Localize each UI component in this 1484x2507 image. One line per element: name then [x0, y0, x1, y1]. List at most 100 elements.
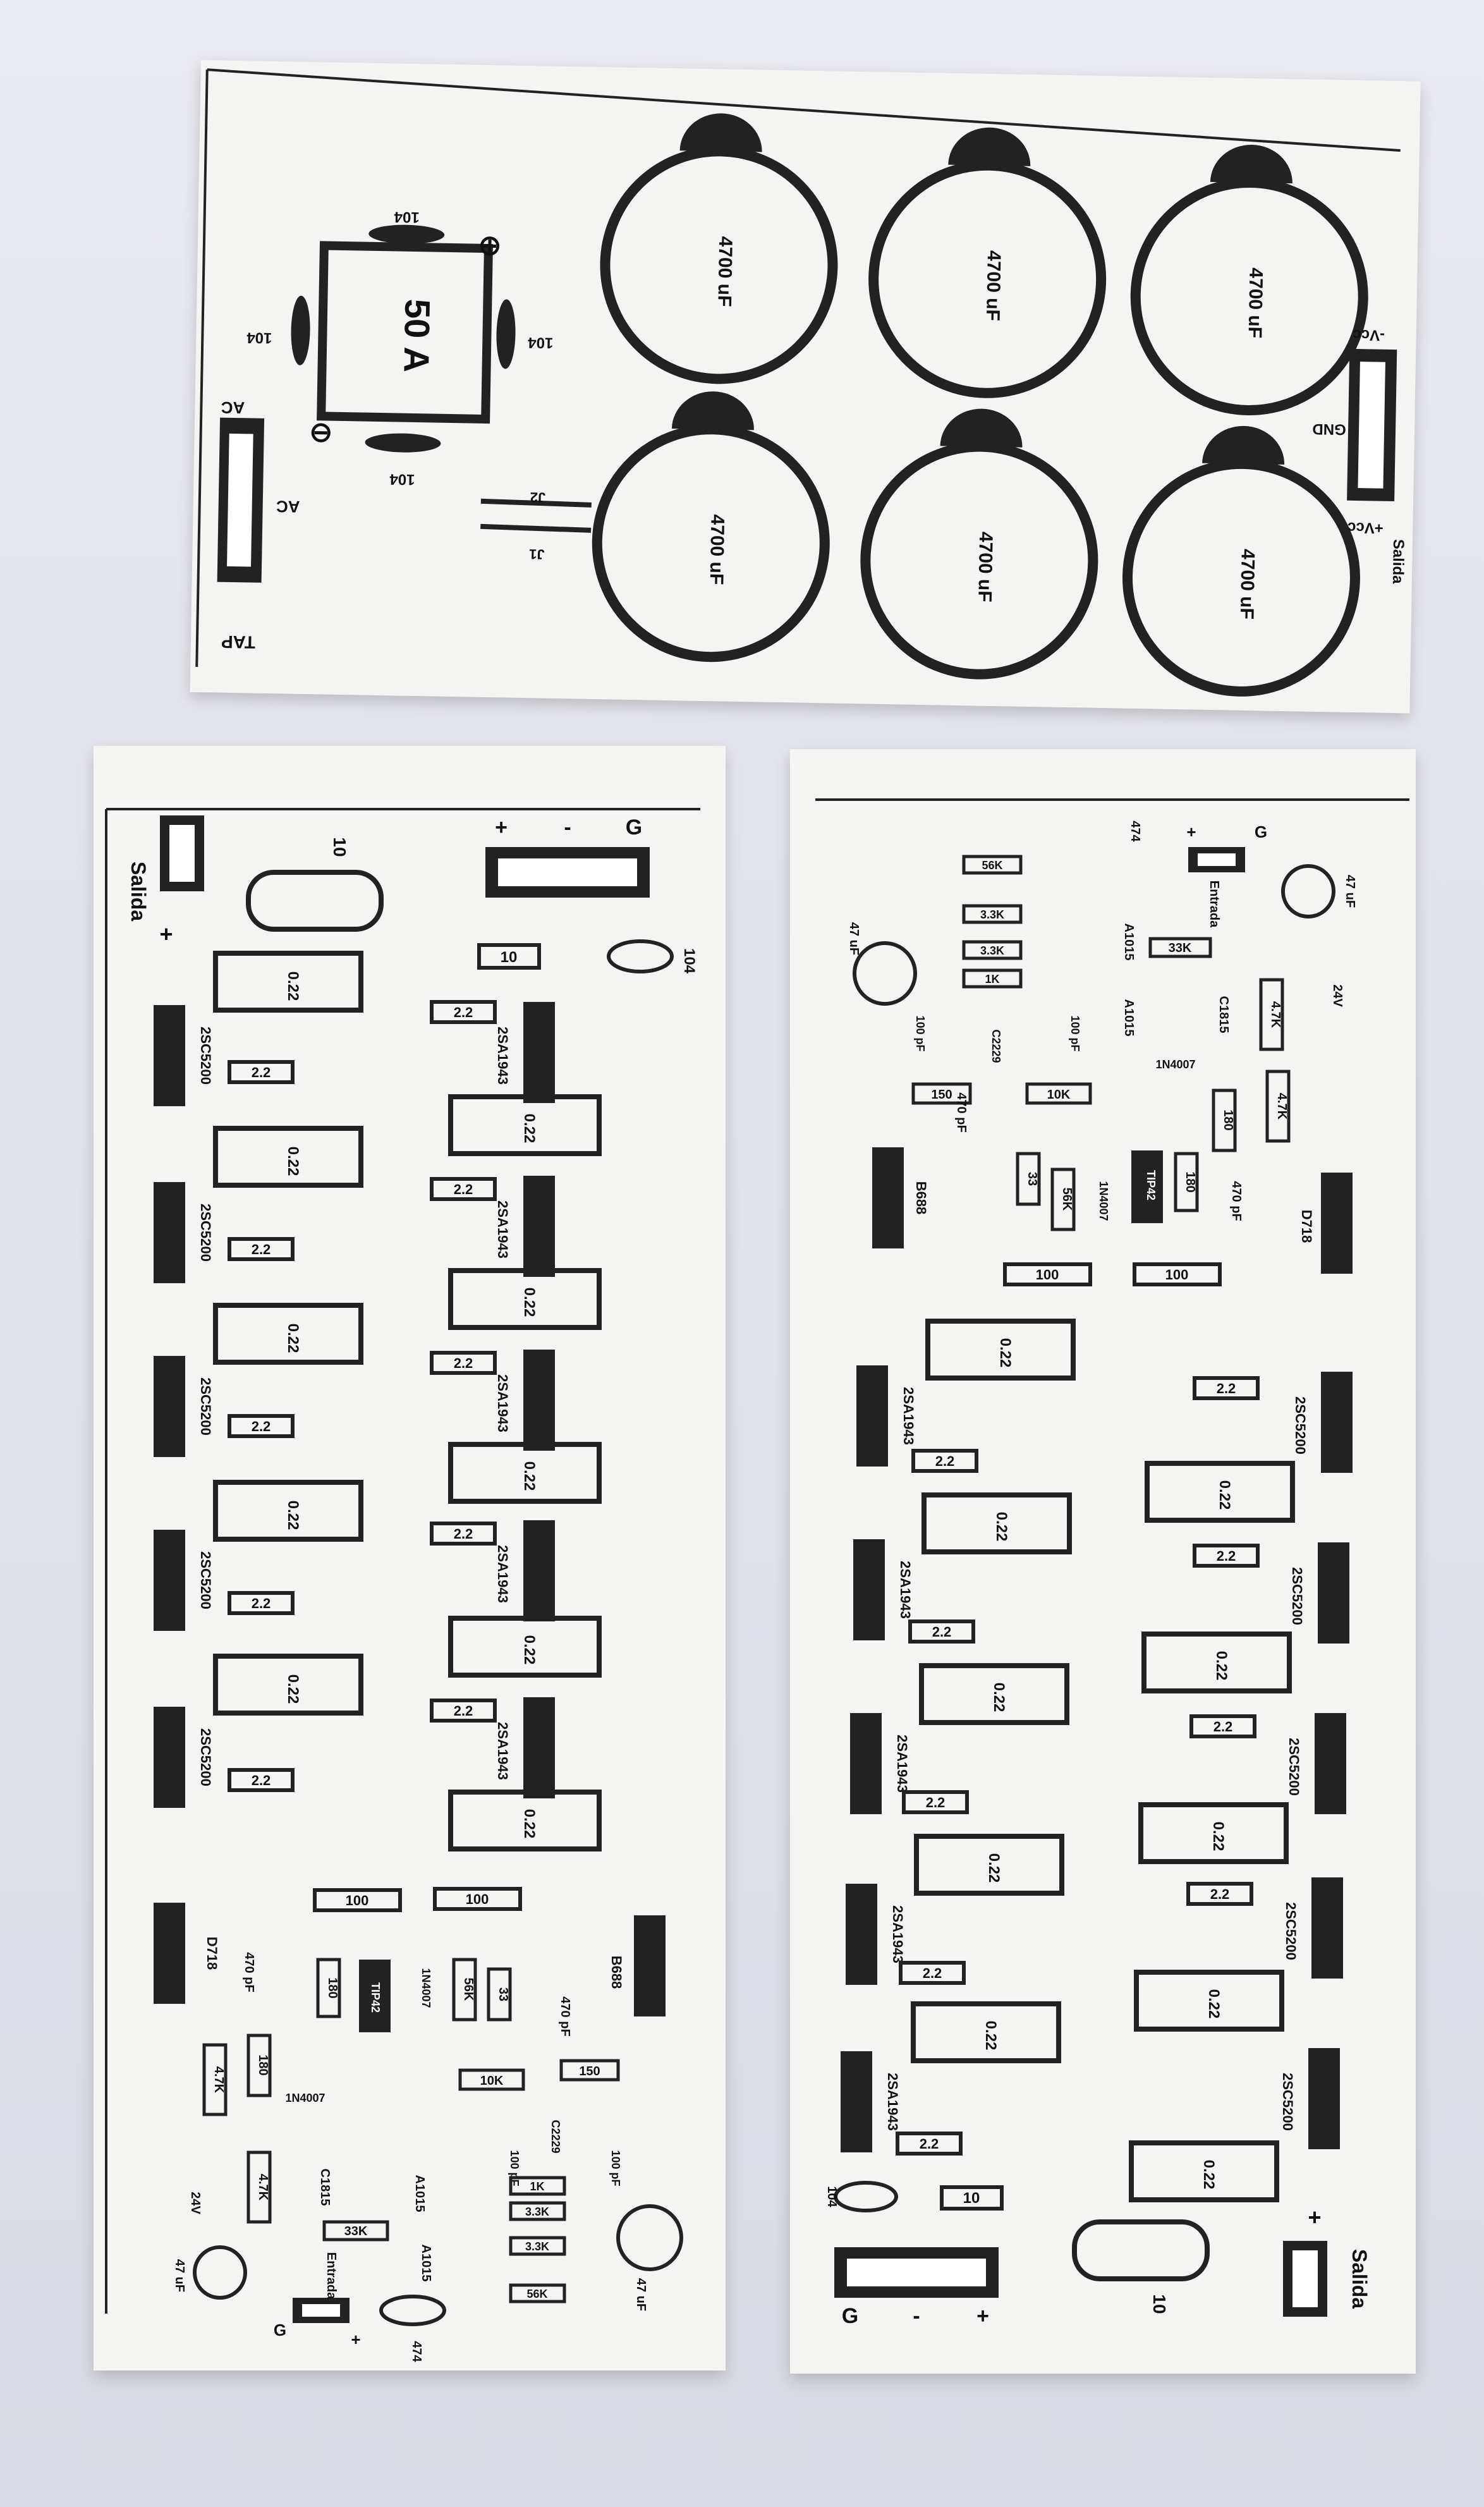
svg-text:2.2: 2.2	[926, 1795, 946, 1810]
svg-text:2SA1943: 2SA1943	[495, 1545, 511, 1603]
svg-text:0.22: 0.22	[521, 1288, 538, 1317]
svg-text:C1815: C1815	[1217, 996, 1231, 1034]
svg-text:10: 10	[963, 2190, 980, 2207]
amp-right-layout: 474 + G Entrada 47 uF 56K 3.3K 3.3K 1K 4…	[815, 798, 1409, 2328]
svg-text:2SC5200: 2SC5200	[1286, 1738, 1302, 1796]
svg-text:C1815: C1815	[318, 2169, 332, 2206]
svg-text:2SC5200: 2SC5200	[1280, 2073, 1296, 2131]
svg-text:2SC5200: 2SC5200	[198, 1728, 214, 1786]
svg-text:470 pF: 470 pF	[558, 1996, 572, 2036]
svg-text:0.22: 0.22	[982, 2021, 999, 2051]
svg-text:0.22: 0.22	[284, 1324, 301, 1353]
svg-text:470 pF: 470 pF	[242, 1952, 256, 1992]
svg-text:0.22: 0.22	[993, 1512, 1010, 1542]
svg-text:+: +	[351, 2330, 360, 2349]
svg-text:0.22: 0.22	[1210, 1822, 1227, 1851]
svg-text:2SC5200: 2SC5200	[1289, 1567, 1305, 1625]
tap-label: TAP	[221, 632, 255, 652]
right-pnp-stage-3: 0.22 2SA1943 2.2	[850, 1663, 1069, 1814]
left-salida-label: Salida	[127, 862, 150, 921]
svg-text:2.2: 2.2	[252, 1064, 271, 1080]
svg-text:2SA1943: 2SA1943	[897, 1561, 913, 1619]
svg-text:0.22: 0.22	[1213, 1651, 1230, 1681]
svg-text:G: G	[842, 2304, 858, 2328]
svg-text:2SC5200: 2SC5200	[198, 1551, 214, 1609]
svg-text:10K: 10K	[1047, 1088, 1071, 1102]
svg-text:150: 150	[579, 2065, 600, 2078]
svg-text:2.2: 2.2	[454, 1355, 473, 1371]
svg-text:1K: 1K	[985, 973, 999, 985]
svg-text:0.22: 0.22	[990, 1683, 1007, 1712]
svg-text:33K: 33K	[1169, 941, 1192, 955]
right-npn-stage-1: 2.2 2SC5200 0.22	[1145, 1372, 1353, 1523]
svg-text:0.22: 0.22	[1205, 1989, 1222, 2019]
svg-text:104: 104	[825, 2186, 839, 2207]
svg-text:+: +	[495, 815, 508, 839]
svg-text:1K: 1K	[530, 2180, 544, 2193]
svg-text:4700 uF: 4700 uF	[1244, 267, 1267, 338]
svg-text:100: 100	[466, 1891, 489, 1907]
svg-text:470 pF: 470 pF	[1229, 1181, 1243, 1221]
svg-text:2SA1943: 2SA1943	[495, 1027, 511, 1085]
svg-text:47 uF: 47 uF	[173, 2259, 186, 2292]
right-pnp-stage-1: 0.22 2SA1943 2.2	[856, 1319, 1076, 1473]
svg-text:4.7K: 4.7K	[1268, 1001, 1282, 1028]
neg-vcc-label: -Vcc	[1353, 326, 1385, 344]
svg-text:G: G	[274, 2321, 286, 2339]
svg-text:A1015: A1015	[1122, 999, 1136, 1037]
jumper-j2	[480, 498, 592, 508]
svg-text:A1015: A1015	[1122, 924, 1136, 961]
svg-text:1N4007: 1N4007	[420, 1968, 432, 2008]
svg-text:4.7K: 4.7K	[1275, 1093, 1289, 1120]
svg-text:2.2: 2.2	[454, 1181, 473, 1197]
svg-text:+: +	[976, 2304, 989, 2328]
svg-text:56K: 56K	[1060, 1188, 1074, 1211]
right-pnp-stage-5: 0.22 2SA1943 2.2	[841, 2001, 1061, 2156]
svg-text:0.22: 0.22	[521, 1809, 538, 1839]
svg-text:474: 474	[410, 2341, 423, 2362]
svg-text:2SA1943: 2SA1943	[495, 1374, 511, 1432]
svg-text:3.3K: 3.3K	[980, 908, 1004, 921]
svg-text:A1015: A1015	[413, 2175, 427, 2212]
svg-text:474: 474	[1128, 820, 1142, 842]
svg-text:-: -	[564, 815, 571, 839]
svg-text:4.7K: 4.7K	[212, 2066, 226, 2094]
svg-text:D718: D718	[204, 1937, 220, 1970]
svg-text:56K: 56K	[526, 2288, 547, 2300]
svg-text:2SC5200: 2SC5200	[1283, 1902, 1299, 1960]
svg-text:47 uF: 47 uF	[1343, 875, 1357, 908]
svg-text:100 pF: 100 pF	[609, 2150, 622, 2186]
left-pnp-stage-1: 2SA1943 2.2 0.22	[430, 1000, 602, 1156]
svg-text:2.2: 2.2	[252, 1595, 271, 1611]
svg-text:100 pF: 100 pF	[1069, 1015, 1081, 1051]
svg-text:33K: 33K	[344, 2224, 368, 2238]
svg-text:0.22: 0.22	[997, 1338, 1014, 1368]
svg-text:2.2: 2.2	[923, 1965, 942, 1981]
svg-text:0.22: 0.22	[521, 1461, 538, 1491]
svg-text:B688: B688	[609, 1956, 624, 1989]
svg-text:2.2: 2.2	[252, 1241, 271, 1257]
svg-text:56K: 56K	[461, 1978, 475, 2001]
svg-text:2.2: 2.2	[1210, 1886, 1230, 1902]
svg-text:100 pF: 100 pF	[914, 1015, 927, 1051]
svg-text:0.22: 0.22	[521, 1635, 538, 1665]
svg-text:4700 uF: 4700 uF	[706, 514, 728, 585]
svg-text:0.22: 0.22	[284, 972, 301, 1001]
ac-label-2: AC	[221, 398, 245, 418]
power-supply-board: TAP AC AC 50 A 104 104 104 104 ⊕ ⊖ J2 J1	[190, 60, 1421, 714]
capacitor-2: 4700 uF	[868, 127, 1107, 398]
cap-104-left: 104	[246, 329, 272, 346]
svg-text:47 uF: 47 uF	[634, 2278, 648, 2311]
svg-text:2SA1943: 2SA1943	[890, 1905, 906, 1963]
svg-text:2SC5200: 2SC5200	[198, 1027, 214, 1085]
svg-text:2.2: 2.2	[920, 2136, 939, 2152]
capacitor-5: 4700 uF	[860, 408, 1098, 680]
svg-text:0.22: 0.22	[521, 1114, 538, 1144]
svg-text:180: 180	[325, 1977, 339, 1998]
svg-text:2SA1943: 2SA1943	[885, 2073, 901, 2131]
j2-label: J2	[530, 489, 546, 505]
left-output-coil: 10	[246, 837, 384, 932]
svg-text:2.2: 2.2	[1217, 1381, 1236, 1396]
svg-text:G: G	[1255, 822, 1267, 841]
svg-text:2SC5200: 2SC5200	[198, 1204, 214, 1262]
